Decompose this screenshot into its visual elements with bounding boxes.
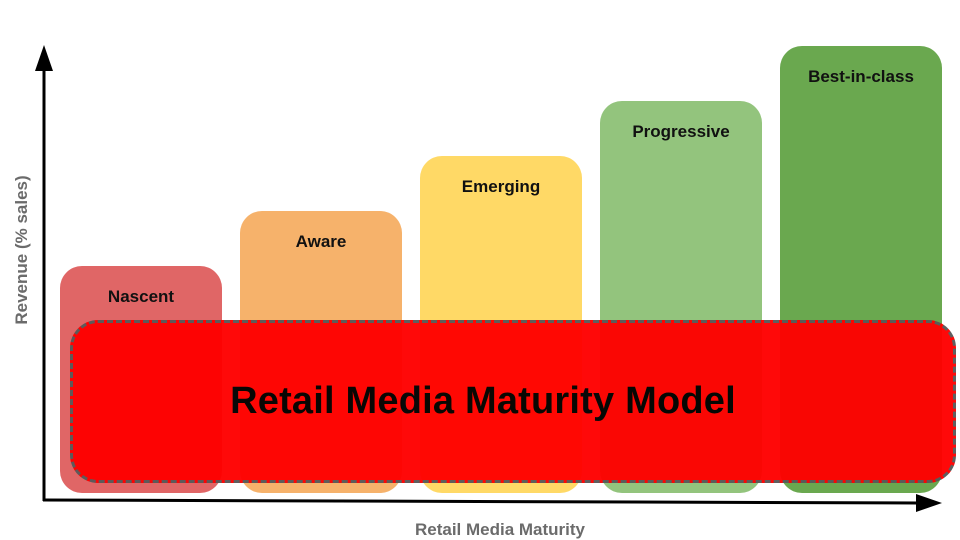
x-axis-arrow-icon [916, 494, 942, 512]
stage-label-progressive: Progressive [632, 122, 730, 141]
stage-label-emerging: Emerging [461, 177, 541, 196]
x-axis-line [42, 498, 919, 505]
diagram-title: Retail Media Maturity Model [230, 380, 736, 422]
y-axis-label: Revenue (% sales) [12, 175, 31, 325]
x-axis-label: Retail Media Maturity [414, 520, 586, 539]
stage-label-nascent: Nascent [107, 287, 175, 306]
title-overlay: Retail Media Maturity Model [70, 320, 956, 483]
y-axis-arrow-icon [35, 45, 53, 71]
stage-label-best-in-class: Best-in-class [808, 67, 914, 86]
stage-label-aware: Aware [295, 232, 347, 251]
